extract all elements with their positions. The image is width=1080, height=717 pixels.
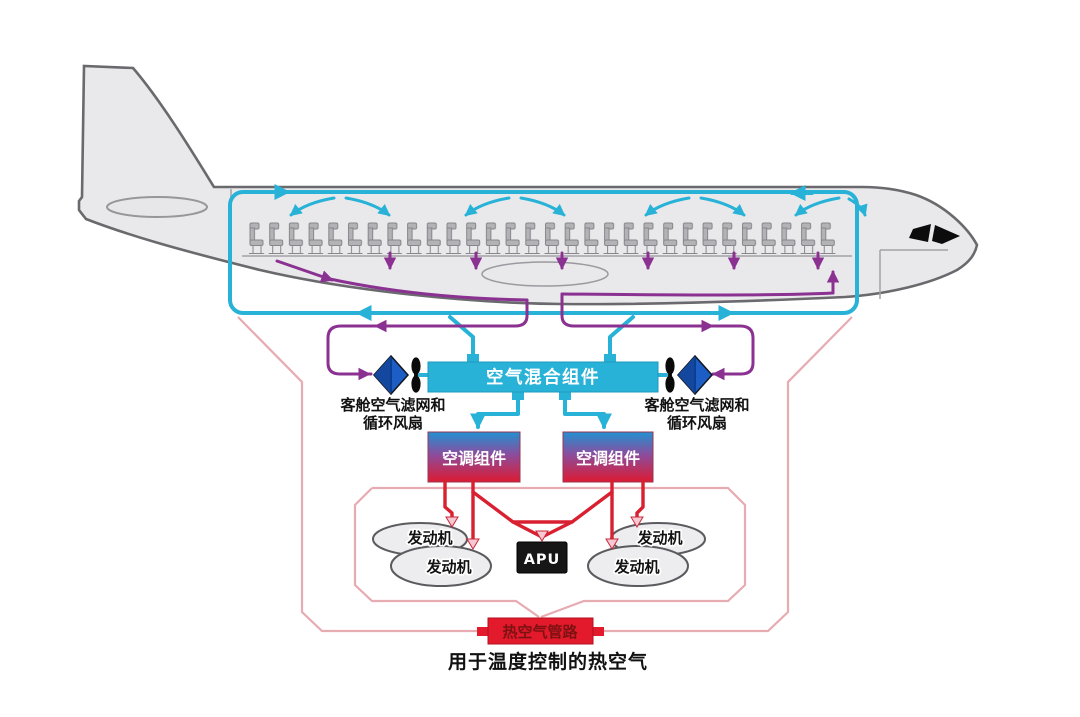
recirc-fan-left-icon <box>411 357 421 393</box>
filter-diamond-left-shade <box>374 356 391 394</box>
recirc-loop-right <box>560 292 755 376</box>
recirculation-lines <box>275 251 840 381</box>
ac-pack-right-label: 空调组件 <box>576 449 640 468</box>
apu-label: APU <box>524 552 561 568</box>
cabin-duct-loop <box>228 190 859 315</box>
floor-collector-left <box>328 277 529 302</box>
bleed-left-outer <box>443 480 454 519</box>
trim-air-engine-box-left <box>353 487 540 618</box>
hot-air-duct-label: 热空气管路 <box>502 623 578 641</box>
engine-upper-left-label: 发动机 <box>406 529 452 547</box>
filter-left-label-line1: 客舱空气滤网和 <box>339 396 445 414</box>
mixing-unit-label: 空气混合组件 <box>486 367 600 388</box>
bleed-air-lines <box>443 480 645 541</box>
hot-air-stub-right <box>593 627 604 636</box>
cabin-supply-duct <box>228 184 868 430</box>
horizontal-stabilizer <box>106 196 208 218</box>
floor-collector-left-arrow <box>275 259 334 283</box>
mixing-unit-stub-top-left <box>467 354 479 364</box>
bleed-right-outer <box>635 480 645 519</box>
engine-lower-right <box>587 545 689 587</box>
trim-air-outline-right <box>603 316 853 633</box>
ceiling-diffuser-arrows <box>289 196 868 217</box>
mixing-unit-box <box>427 361 659 393</box>
supply-riser-left <box>448 315 475 358</box>
cabin-exhaust-arrows <box>383 251 825 270</box>
hot-air-box <box>487 617 594 645</box>
airplane <box>77 64 979 306</box>
mixing-unit-stub-bottom-left <box>512 390 524 400</box>
bleed-apu-v-right <box>542 520 574 538</box>
recirculation-filter-left <box>372 354 421 396</box>
filter-diamond-right-shade <box>678 356 695 394</box>
caption-hot-air: 用于温度控制的热空气 <box>448 650 648 673</box>
filter-left-label-line2: 循环风扇 <box>363 414 423 432</box>
hot-air-stub-left <box>477 627 488 636</box>
filter-right-label-line1: 客舱空气滤网和 <box>643 396 749 414</box>
filter-right-label-line2: 循环风扇 <box>667 414 727 432</box>
recirculation-filter-right <box>665 354 714 396</box>
cockpit-window-front <box>932 225 960 244</box>
engines <box>372 522 706 587</box>
air-mixing-unit <box>427 354 659 400</box>
bleed-arrowheads <box>445 516 644 550</box>
mixing-unit-stub-top-right <box>604 354 616 364</box>
passenger-seats-row <box>247 222 838 256</box>
trim-air-outline-left <box>237 316 478 633</box>
labels: 空气混合组件 客舱空气滤网和 循环风扇 客舱空气滤网和 循环风扇 空调组件 空调… <box>338 367 752 675</box>
recirc-fan-right-icon <box>665 357 675 393</box>
engine-lower-right-label: 发动机 <box>613 558 659 576</box>
trim-air-engine-box-right <box>372 486 747 619</box>
engine-lower-left <box>390 545 492 587</box>
ac-pack-right <box>562 431 654 483</box>
bleed-apu-funnel <box>471 490 614 524</box>
supply-riser-right <box>608 315 635 358</box>
pack-feed-left <box>470 390 520 430</box>
ac-pack-left-label: 空调组件 <box>442 449 506 468</box>
hot-air-duct <box>477 617 604 645</box>
engine-upper-right-label: 发动机 <box>636 529 682 547</box>
wing-root <box>481 261 609 287</box>
floor-collector-right <box>560 291 835 297</box>
mixing-unit-stub-bottom-right <box>559 390 571 400</box>
bleed-apu-v-left <box>511 520 542 538</box>
cockpit-window-rear <box>909 224 931 242</box>
apu-box <box>516 541 568 574</box>
trim-air-lines <box>237 316 853 633</box>
engine-lower-left-label: 发动机 <box>425 558 471 576</box>
pack-feed-right <box>563 390 612 430</box>
recirc-loop-left <box>326 298 529 376</box>
